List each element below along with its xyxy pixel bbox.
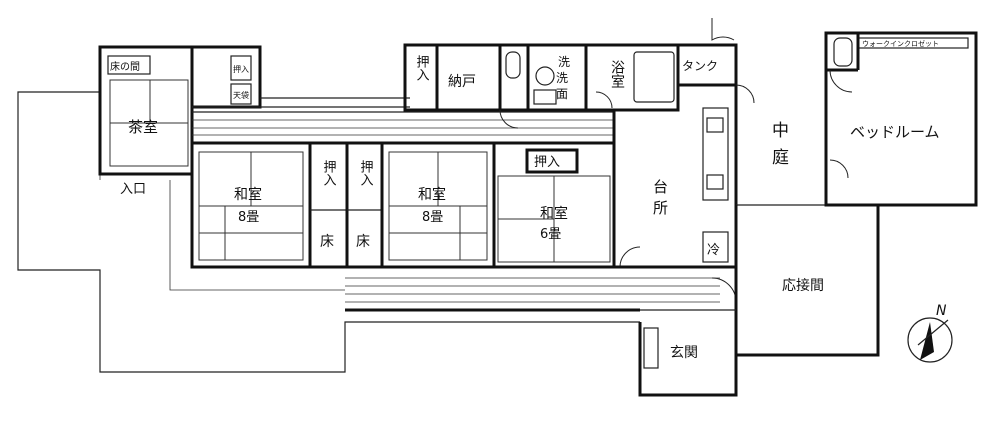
reception-block — [734, 205, 880, 357]
closet-label: ウォークインクロゼット — [862, 39, 939, 48]
washitsu-1 — [190, 141, 312, 269]
washitsu-3-label: 和室 — [540, 205, 568, 222]
oshiire-small-label: 押入 — [233, 64, 249, 74]
courtyard-label-2: 庭 — [772, 148, 789, 168]
washitsu-3-size: 6畳 — [540, 227, 561, 242]
north-compass — [907, 317, 953, 363]
fridge-label: 冷 — [707, 243, 720, 258]
senmen-label-2: 洗 — [556, 71, 568, 85]
north-label: N — [936, 303, 947, 319]
kitchen-label-2: 所 — [653, 199, 668, 217]
bedroom-block — [824, 31, 978, 207]
kitchen-label-1: 台 — [653, 178, 668, 196]
bath-label: 浴室 — [609, 60, 625, 88]
oshiire-label-1: 押入 — [414, 55, 430, 81]
reception-label: 応接間 — [782, 277, 824, 294]
toko-label-2: 床 — [356, 234, 370, 250]
washitsu-1-size: 8畳 — [238, 210, 259, 225]
toko-label-1: 床 — [320, 234, 334, 250]
oshiire-label-2: 押入 — [321, 160, 337, 186]
bedroom-label: ベッドルーム — [850, 123, 940, 141]
tea-room-label: 茶室 — [128, 118, 158, 136]
washitsu-1-label: 和室 — [234, 186, 262, 203]
senmen-label-3: 面 — [556, 87, 568, 101]
oshiire-label-4: 押入 — [534, 155, 560, 170]
washitsu-2-size: 8畳 — [422, 210, 443, 225]
courtyard-label-1: 中 — [772, 121, 789, 141]
wet-area-block — [403, 18, 738, 129]
tea-room-block — [98, 45, 410, 176]
side-entrance-label: 入口 — [120, 182, 146, 197]
oshiire-tiny-label: 天袋 — [233, 90, 249, 100]
tank-label: タンク — [682, 59, 718, 73]
upper-corridor — [192, 111, 615, 145]
tokonoma-small-label: 床の間 — [110, 60, 140, 73]
senmen-label-1: 洗 — [558, 55, 570, 69]
genkan-block — [638, 309, 738, 397]
washitsu-2 — [380, 141, 496, 269]
kitchen-block — [612, 84, 755, 269]
oshiire-label-3: 押入 — [358, 160, 374, 186]
genkan-label: 玄関 — [670, 344, 698, 361]
washitsu-2-label: 和室 — [418, 186, 446, 203]
nando-label: 納戸 — [448, 74, 476, 90]
lower-corridor — [345, 265, 737, 312]
